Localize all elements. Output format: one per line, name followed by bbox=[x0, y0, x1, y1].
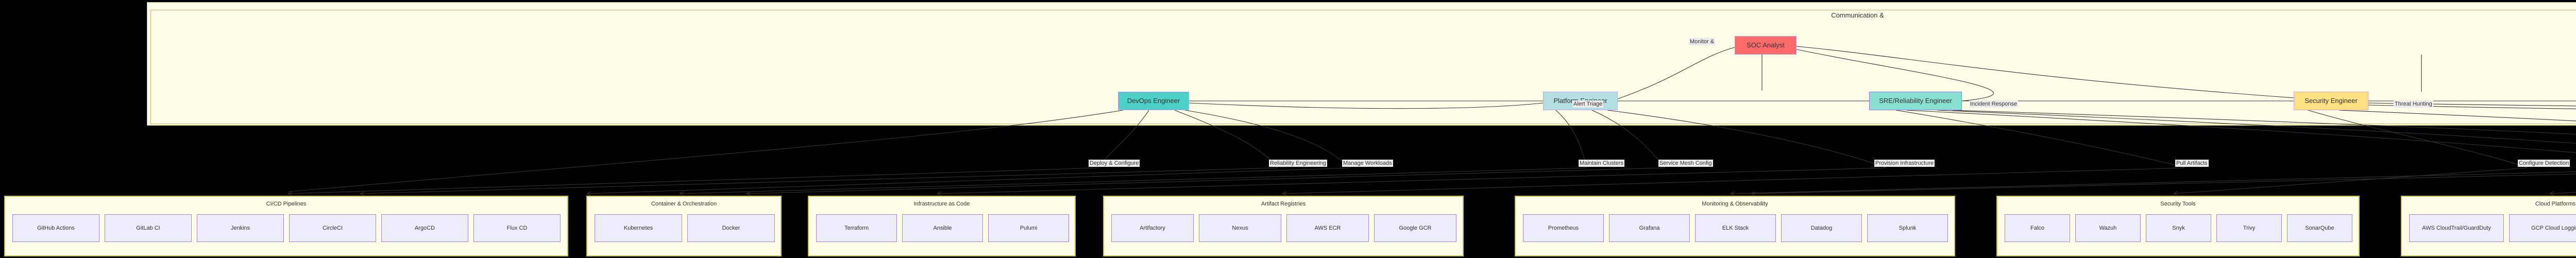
cluster-tool-node[interactable]: GCP Cloud Logging bbox=[2509, 214, 2576, 242]
cluster-tool-node[interactable]: CircleCI bbox=[289, 214, 376, 242]
cluster-tool-node[interactable]: Ansible bbox=[902, 214, 983, 242]
cluster-title-iac: Infrastructure as Code bbox=[913, 201, 970, 207]
cluster-tool-node[interactable]: Grafana bbox=[1609, 214, 1690, 242]
edge-label-manage-workloads: Manage Workloads bbox=[1342, 160, 1393, 167]
edge-label-pull-artifacts: Pull Artifacts bbox=[2175, 160, 2209, 167]
cluster-tool-node[interactable]: Jenkins bbox=[197, 214, 284, 242]
persona-node-sre[interactable]: SRE/Reliability Engineer bbox=[1869, 92, 1962, 110]
communication-cluster-frame: Communication & bbox=[150, 10, 2576, 124]
cluster-title-cloud: Cloud Platforms bbox=[2535, 201, 2576, 207]
cluster-tool-node[interactable]: ELK Stack bbox=[1695, 214, 1776, 242]
cluster-tool-node[interactable]: AWS ECR bbox=[1286, 214, 1369, 242]
cluster-tool-node[interactable]: Pulumi bbox=[988, 214, 1069, 242]
cluster-tool-node[interactable]: Kubernetes bbox=[595, 214, 682, 242]
edge-label-monitor-respond: Monitor & bbox=[1689, 38, 1716, 45]
edge-label-configure-detection: Configure Detection bbox=[2518, 160, 2570, 167]
cluster-tool-node[interactable]: Artifactory bbox=[1111, 214, 1194, 242]
persona-node-devops[interactable]: DevOps Engineer bbox=[1118, 92, 1189, 110]
cluster-tool-node[interactable]: Google GCR bbox=[1374, 214, 1456, 242]
cluster-tool-node[interactable]: ArgoCD bbox=[381, 214, 468, 242]
persona-node-security[interactable]: Security Engineer bbox=[2294, 92, 2368, 110]
edge-label-reliability-engineering: Reliability Engineering bbox=[1269, 160, 1327, 167]
cluster-title-monitoring: Monitoring & Observability bbox=[1702, 201, 1768, 207]
edge-label-provision-infra: Provision Infrastructure bbox=[1874, 160, 1935, 167]
cluster-title-artifact: Artifact Registries bbox=[1261, 201, 1306, 207]
cluster-tool-node[interactable]: SonarQube bbox=[2287, 214, 2352, 242]
cluster-title-container: Container & Orchestration bbox=[651, 201, 717, 207]
edge-label-threat-hunting: Threat Hunting bbox=[2394, 100, 2433, 108]
cluster-tool-node[interactable]: GitLab CI bbox=[105, 214, 192, 242]
communication-cluster-title: Communication & bbox=[1831, 11, 1884, 19]
cluster-tool-node[interactable]: GitHub Actions bbox=[12, 214, 99, 242]
cluster-tool-node[interactable]: Terraform bbox=[816, 214, 897, 242]
edge-label-maintain-clusters: Maintain Clusters bbox=[1579, 160, 1624, 167]
cluster-title-sectools: Security Tools bbox=[2160, 201, 2196, 207]
cluster-tool-node[interactable]: Datadog bbox=[1781, 214, 1862, 242]
edge-label-deploy-configure: Deploy & Configure bbox=[1089, 160, 1140, 167]
cluster-tool-node[interactable]: Wazuh bbox=[2075, 214, 2141, 242]
cluster-tool-node[interactable]: Trivy bbox=[2216, 214, 2282, 242]
edge-label-alert-triage: Alert Triage bbox=[1572, 100, 1604, 108]
cluster-tool-node[interactable]: Nexus bbox=[1199, 214, 1281, 242]
cluster-tool-node[interactable]: Splunk bbox=[1867, 214, 1948, 242]
persona-node-soc[interactable]: SOC Analyst bbox=[1735, 36, 1797, 55]
cluster-tool-node[interactable]: Prometheus bbox=[1523, 214, 1604, 242]
cluster-tool-node[interactable]: Flux CD bbox=[473, 214, 561, 242]
cluster-tool-node[interactable]: Falco bbox=[2005, 214, 2070, 242]
cluster-title-cicd: CI/CD Pipelines bbox=[266, 201, 307, 207]
edge-label-service-mesh-config: Service Mesh Config bbox=[1658, 160, 1713, 167]
cluster-tool-node[interactable]: Docker bbox=[687, 214, 775, 242]
edge-label-incident-response: Incident Response bbox=[1969, 100, 2019, 108]
cluster-tool-node[interactable]: AWS CloudTrail/GuardDuty bbox=[2409, 214, 2504, 242]
cluster-tool-node[interactable]: Snyk bbox=[2146, 214, 2211, 242]
